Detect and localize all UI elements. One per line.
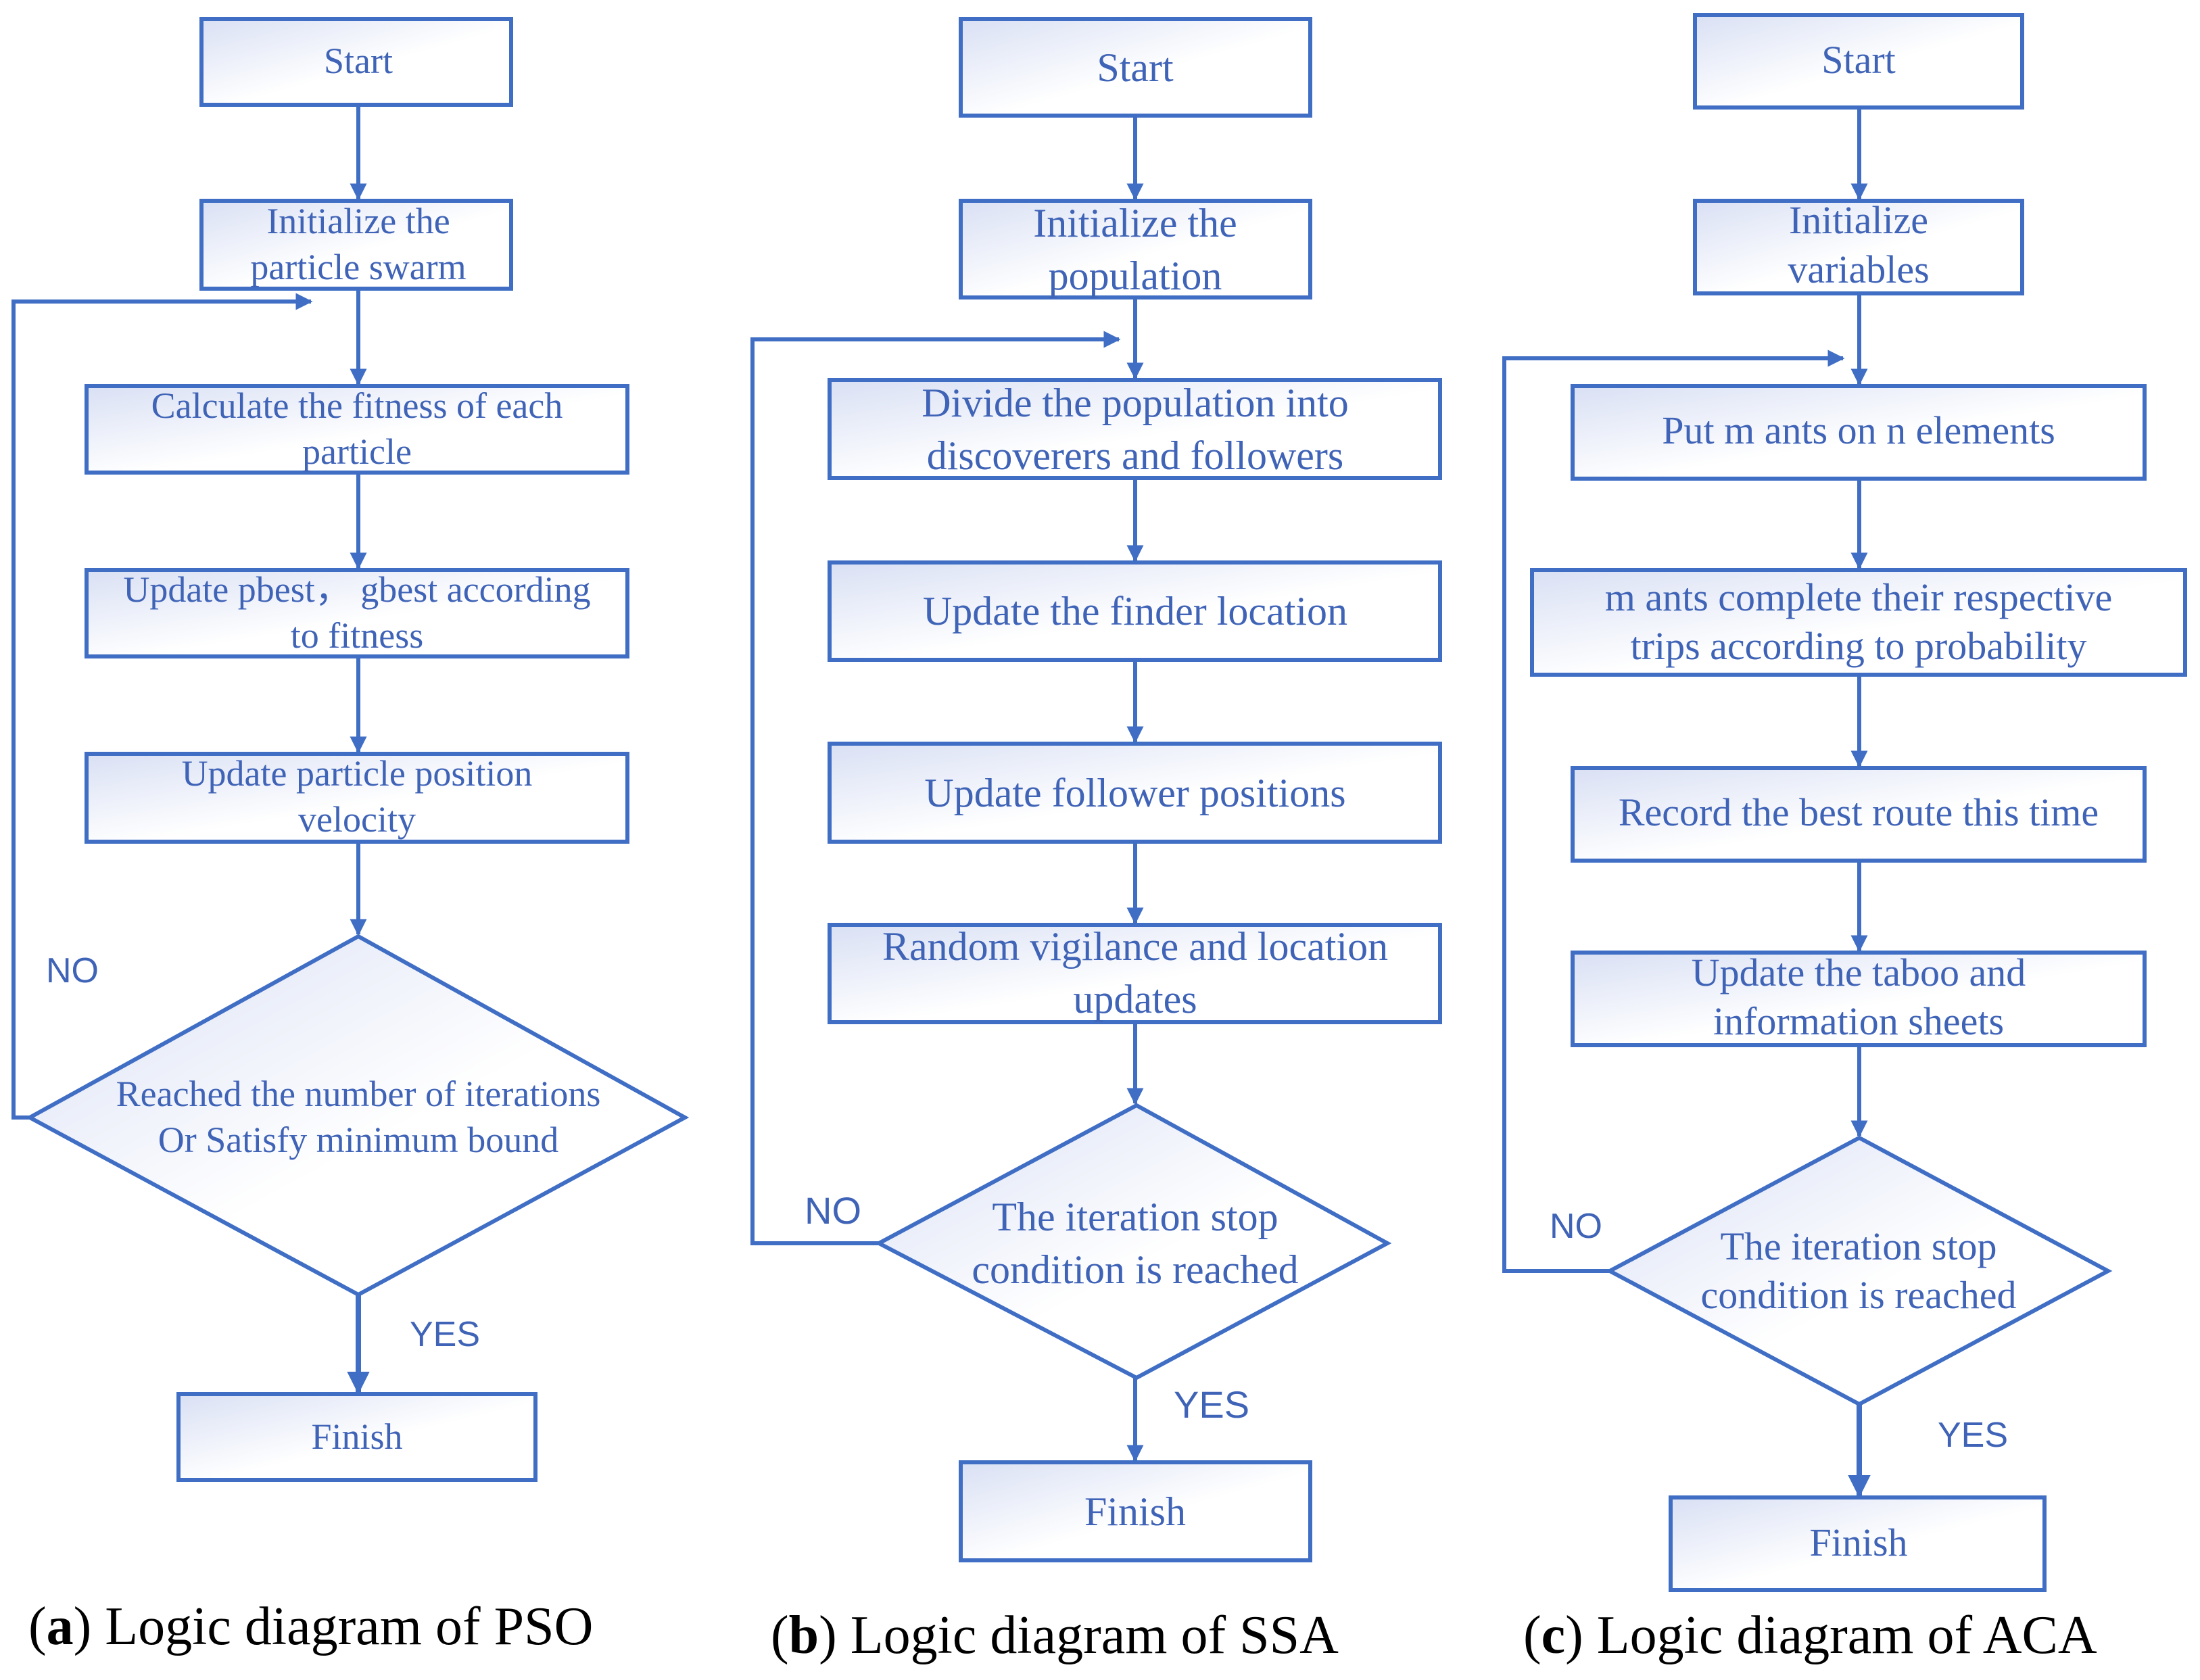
ssa-follower-label: Update follower positions (924, 771, 1345, 815)
pso-yes-label: YES (410, 1315, 480, 1354)
caption-ssa-text: Logic diagram of SSA (837, 1606, 1339, 1665)
aca-start-label: Start (1821, 38, 1896, 82)
ssa-vigilance-label-1: Random vigilance and location (882, 924, 1388, 969)
caption-pso-letter: a (47, 1597, 74, 1656)
ssa-finder-label: Update the finder location (923, 589, 1347, 633)
ssa-start-label: Start (1097, 45, 1174, 90)
pso-update-best-label-2: to fitness (291, 615, 424, 656)
ssa-loop-no-arrow (750, 331, 1121, 1245)
aca-start-box (1693, 13, 2024, 110)
caption-aca: (c) Logic diagram of ACA (1523, 1606, 2097, 1665)
ssa-finder-box (828, 560, 1442, 662)
caption-aca-text: Logic diagram of ACA (1583, 1606, 2097, 1665)
aca-decision-label-2: condition is reached (1700, 1273, 2016, 1317)
pso-start-label: Start (324, 41, 393, 81)
ssa-init-box (959, 199, 1312, 299)
pso-decision-label-1: Reached the number of iterations (116, 1074, 601, 1114)
caption-pso-text: Logic diagram of PSO (91, 1597, 593, 1656)
aca-no-label: NO (1550, 1207, 1602, 1246)
aca-decision-diamond (1605, 1135, 2113, 1407)
aca-taboo-box (1571, 951, 2147, 1047)
pso-decision-label-2: Or Satisfy minimum bound (158, 1120, 559, 1160)
pso-start-box (199, 17, 513, 107)
aca-init-label-2: variables (1788, 247, 1929, 291)
ssa-decision-label-2: condition is reached (972, 1247, 1298, 1292)
ssa-divide-label-2: discoverers and followers (927, 433, 1343, 478)
pso-loop-no-arrow (11, 293, 313, 1120)
ssa-no-label: NO (805, 1189, 861, 1232)
pso-no-label: NO (46, 951, 99, 990)
ssa-divide-label-1: Divide the population into (922, 381, 1349, 425)
ssa-follower-box (828, 742, 1442, 844)
aca-trips-box (1530, 568, 2187, 677)
aca-trips-label-2: trips according to probability (1631, 624, 2087, 668)
aca-taboo-label-1: Update the taboo and (1692, 951, 2026, 994)
ssa-vigilance-label-2: updates (1073, 977, 1197, 1022)
caption-pso: (a) Logic diagram of PSO (28, 1597, 593, 1656)
pso-init-box (199, 199, 513, 291)
aca-yes-label: YES (1938, 1416, 2008, 1455)
pso-init-label-1: Initialize the (266, 201, 450, 241)
pso-decision-diamond (25, 934, 690, 1297)
aca-finish-label: Finish (1809, 1520, 1907, 1564)
aca-finish-box (1669, 1495, 2047, 1592)
pso-update-best-label-1: Update pbest， gbest according (123, 569, 590, 610)
aca-trips-label-1: m ants complete their respective (1605, 575, 2113, 619)
ssa-yes-label: YES (1174, 1383, 1249, 1426)
pso-fitness-label-2: particle (302, 431, 412, 472)
pso-update-pos-label-2: velocity (298, 799, 416, 840)
aca-put-box (1571, 384, 2147, 481)
ssa-decision-diamond (874, 1103, 1392, 1381)
aca-put-label: Put m ants on n elements (1662, 408, 2055, 452)
pso-finish-box (176, 1392, 537, 1482)
ssa-vigilance-box (828, 923, 1442, 1024)
caption-aca-letter: c (1541, 1606, 1566, 1665)
pso-update-best-box (85, 568, 629, 658)
caption-ssa: (b) Logic diagram of SSA (771, 1606, 1339, 1665)
aca-taboo-label-2: information sheets (1713, 999, 2004, 1043)
aca-record-label: Record the best route this time (1619, 790, 2099, 834)
pso-init-label-2: particle swarm (250, 247, 466, 287)
ssa-finish-box (959, 1460, 1312, 1562)
ssa-finish-label: Finish (1084, 1489, 1186, 1534)
aca-loop-no-arrow (1502, 350, 1845, 1273)
aca-init-label-1: Initialize (1789, 198, 1928, 242)
ssa-init-label-1: Initialize the (1033, 201, 1237, 245)
pso-update-pos-label-1: Update particle position (182, 753, 533, 794)
caption-ssa-letter: b (789, 1606, 819, 1665)
pso-fitness-label-1: Calculate the fitness of each (151, 385, 563, 426)
pso-finish-label: Finish (311, 1416, 402, 1457)
ssa-init-label-2: population (1049, 254, 1222, 298)
ssa-decision-label-1: The iteration stop (992, 1195, 1278, 1239)
aca-record-box (1571, 766, 2147, 863)
aca-decision-label-1: The iteration stop (1720, 1224, 1996, 1268)
